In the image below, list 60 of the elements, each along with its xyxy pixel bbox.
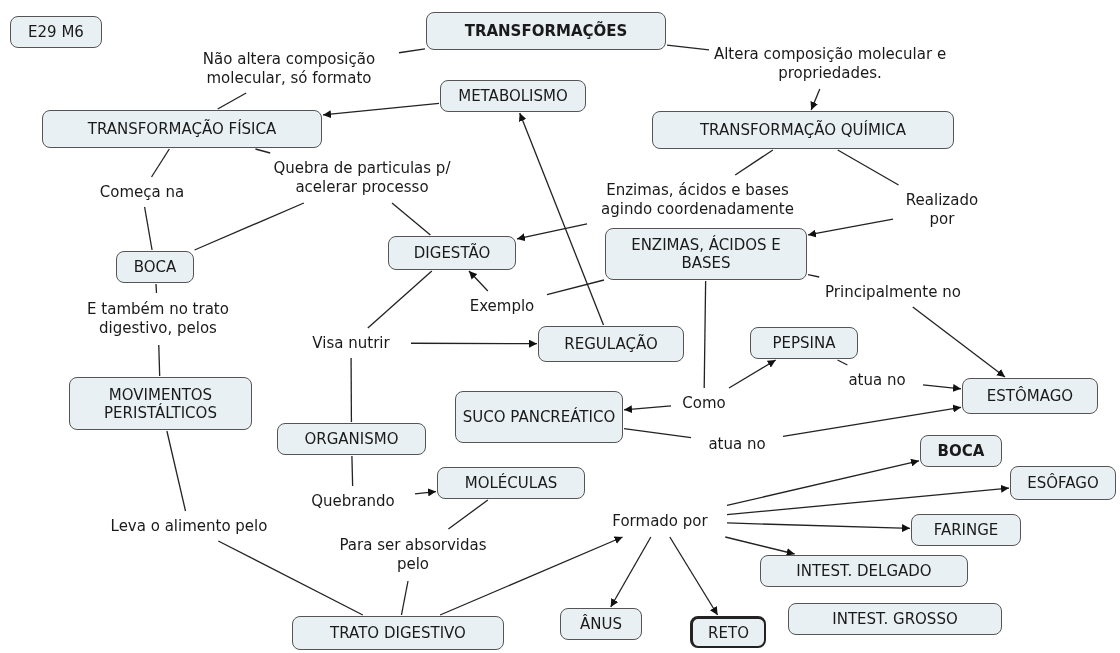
linking-phrase: Exemplo bbox=[460, 294, 544, 318]
concept-box: MOLÉCULAS bbox=[437, 467, 585, 499]
concept-box: REGULAÇÃO bbox=[538, 326, 684, 362]
connector-arrow bbox=[322, 102, 440, 119]
linking-phrase: Visa nutrir bbox=[294, 331, 408, 355]
connector-arrow bbox=[669, 536, 719, 616]
concept-box: ÂNUS bbox=[560, 608, 642, 640]
concept-box: FARINGE bbox=[911, 514, 1021, 546]
connector-arrow bbox=[726, 522, 911, 533]
connector-arrow bbox=[922, 383, 962, 392]
concept-box: BOCA bbox=[920, 435, 1002, 467]
linking-phrase: atua no bbox=[694, 432, 780, 456]
linking-phrase: Não altera composição molecular, só formato bbox=[182, 48, 396, 90]
concept-box: TRANSFORMAÇÃO QUÍMICA bbox=[652, 111, 954, 149]
concept-box: TRANSFORMAÇÕES bbox=[426, 12, 666, 50]
linking-phrase: Enzimas, ácidos e bases agindo coordenadamente bbox=[590, 178, 805, 222]
linking-phrase: E também no trato digestivo, pelos bbox=[58, 296, 258, 342]
connector-arrow bbox=[810, 88, 821, 111]
concept-box: DIGESTÃO bbox=[388, 236, 516, 270]
concept-box: INTEST. GROSSO bbox=[788, 603, 1002, 635]
linking-phrase: Principalmente no bbox=[812, 280, 974, 304]
linking-phrase: atua no bbox=[834, 368, 920, 392]
concept-box: ORGANISMO bbox=[277, 423, 426, 455]
linking-phrase: Como bbox=[674, 391, 734, 415]
concept-box: RETO bbox=[690, 616, 766, 648]
connector-arrow bbox=[468, 270, 489, 292]
linking-phrase: Realizado por bbox=[896, 188, 988, 232]
linking-phrase: Quebrando bbox=[294, 489, 412, 513]
linking-phrase: Altera composição molecular e propriedades. bbox=[712, 42, 948, 86]
connector-arrow bbox=[610, 536, 652, 608]
connector-arrow bbox=[516, 223, 588, 242]
connector-arrow bbox=[728, 359, 777, 389]
connector-arrow bbox=[724, 536, 796, 556]
linking-phrase: Leva o alimento pelo bbox=[78, 514, 300, 538]
connector-arrow bbox=[439, 536, 624, 616]
concept-box: TRATO DIGESTIVO bbox=[292, 616, 504, 650]
connector-arrow bbox=[807, 218, 894, 238]
connector-arrow bbox=[726, 484, 1010, 516]
linking-phrase: Quebra de particulas p/ acelerar processo bbox=[262, 156, 462, 200]
concept-box: ENZIMAS, ÁCIDOS E BASES bbox=[605, 228, 807, 280]
concept-box: METABOLISMO bbox=[440, 80, 586, 112]
concept-box: E29 M6 bbox=[10, 16, 102, 48]
connector-arrow bbox=[518, 112, 605, 326]
concept-box: BOCA bbox=[116, 251, 194, 283]
linking-phrase: Para ser absorvidas pelo bbox=[338, 532, 488, 578]
connector-arrow bbox=[726, 458, 920, 507]
connector-arrow bbox=[414, 488, 437, 497]
linking-phrase: Começa na bbox=[84, 180, 200, 204]
concept-box: ESTÔMAGO bbox=[962, 378, 1098, 414]
concept-box: TRANSFORMAÇÃO FÍSICA bbox=[42, 110, 322, 148]
concept-box: MOVIMENTOS PERISTÁLTICOS bbox=[69, 377, 252, 430]
connector-arrow bbox=[912, 306, 1006, 378]
linking-phrase: Formado por bbox=[596, 508, 724, 534]
connector-arrow bbox=[782, 404, 962, 438]
concept-box: INTEST. DELGADO bbox=[760, 555, 968, 587]
concept-box: PEPSINA bbox=[750, 327, 858, 359]
connector-arrow bbox=[410, 339, 538, 348]
concept-box: ESÔFAGO bbox=[1010, 466, 1116, 500]
connector-arrow bbox=[623, 405, 672, 414]
concept-box: SUCO PANCREÁTICO bbox=[455, 391, 623, 443]
